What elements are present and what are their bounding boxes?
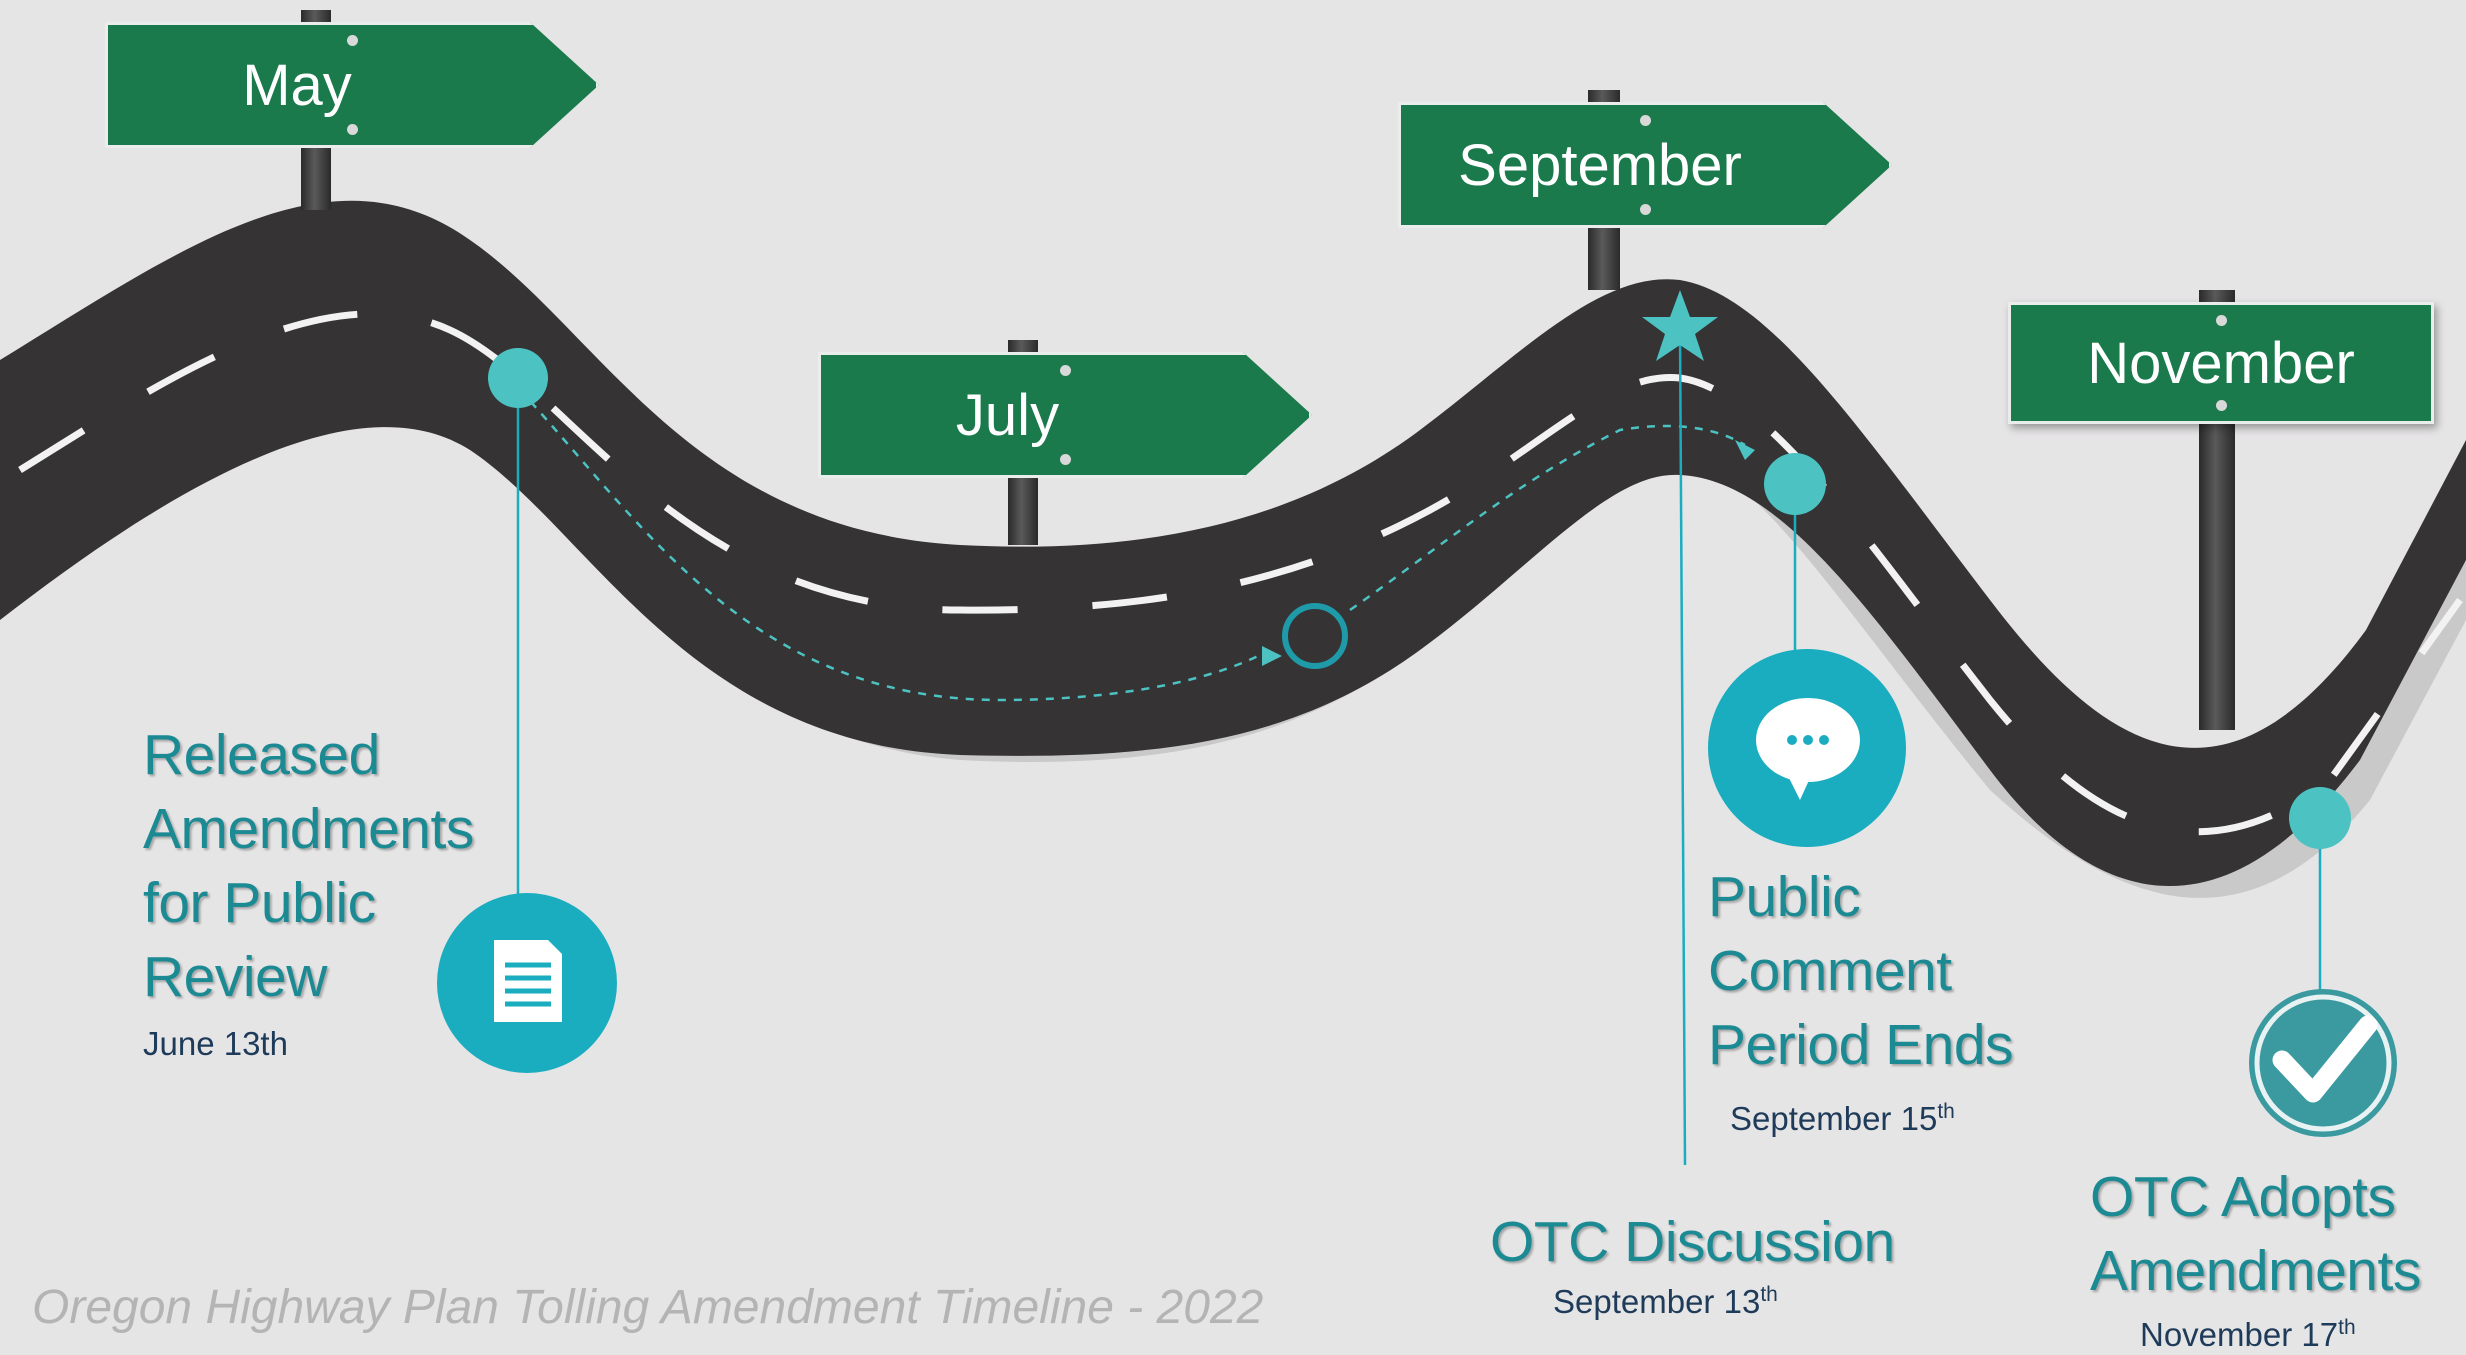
lane-dashes (18, 310, 2463, 836)
title-line: Amendments (143, 797, 474, 861)
sign-board: November (2008, 302, 2434, 424)
road-body (0, 200, 2466, 887)
footer-caption: Oregon Highway Plan Tolling Amendment Ti… (32, 1281, 1264, 1334)
milestone-date-otc-discussion: September 13th (1553, 1283, 1778, 1321)
sign-label-september: September (1458, 132, 1742, 198)
title-line: Released (143, 723, 380, 787)
dotted-arrowhead-2 (1735, 440, 1755, 460)
dotted-arrowhead-1 (1262, 646, 1282, 666)
title-line: Comment (1708, 939, 1952, 1003)
title-line: OTC Adopts (2090, 1165, 2396, 1229)
document-icon (437, 893, 617, 1073)
sign-july: July (818, 340, 1312, 545)
milestone-date-otc-adopts: November 17th (2140, 1316, 2356, 1354)
bolt (2216, 400, 2227, 411)
title-line: Public (1708, 865, 1861, 929)
sign-board: May (105, 22, 599, 148)
marker-dot-june (488, 348, 548, 408)
date-main: September 13 (1553, 1283, 1761, 1320)
date-main: November 17 (2140, 1316, 2339, 1353)
sign-label-may: May (242, 52, 352, 118)
sign-may: May (105, 10, 599, 210)
connector-line-otc-discussion (1678, 329, 1687, 1166)
title-line: Period Ends (1708, 1013, 2014, 1077)
bolt (347, 124, 358, 135)
bolt (1060, 454, 1071, 465)
marker-dot-november (2289, 787, 2351, 849)
star-icon (1642, 290, 1718, 361)
milestone-title-public-comment: Public Comment Period Ends (1708, 860, 2014, 1082)
bolt (1640, 115, 1651, 126)
bolt (347, 35, 358, 46)
title-line: for Public (143, 871, 376, 935)
milestone-date-public-comment: September 15th (1730, 1100, 1955, 1138)
milestone-title-released: Released Amendments for Public Review (143, 718, 474, 1014)
dotted-path-1 (519, 389, 1261, 702)
sign-board: July (818, 352, 1312, 478)
date-suffix: th (1937, 1100, 1955, 1123)
checkmark-icon (2249, 989, 2397, 1137)
sign-label-november: November (2087, 330, 2355, 396)
date-suffix: th (2338, 1316, 2356, 1339)
speech-bubble-icon (1708, 649, 1906, 847)
marker-ring-july (1282, 603, 1348, 669)
marker-dot-september (1764, 453, 1826, 515)
sign-november: November (2008, 290, 2434, 730)
bolt (1640, 204, 1651, 215)
milestone-title-otc-discussion: OTC Discussion (1490, 1210, 1895, 1274)
title-line: Review (143, 945, 327, 1009)
bolt (1060, 365, 1071, 376)
title-line: Amendments (2090, 1239, 2421, 1303)
sign-september: September (1398, 90, 1892, 290)
milestone-title-otc-adopts: OTC Adopts Amendments (2090, 1160, 2421, 1308)
date-suffix: th (1760, 1283, 1778, 1306)
milestone-date-released: June 13th (143, 1025, 288, 1062)
sign-board: September (1398, 102, 1892, 228)
date-main: September 15 (1730, 1100, 1938, 1137)
bolt (2216, 315, 2227, 326)
sign-label-july: July (955, 382, 1060, 448)
